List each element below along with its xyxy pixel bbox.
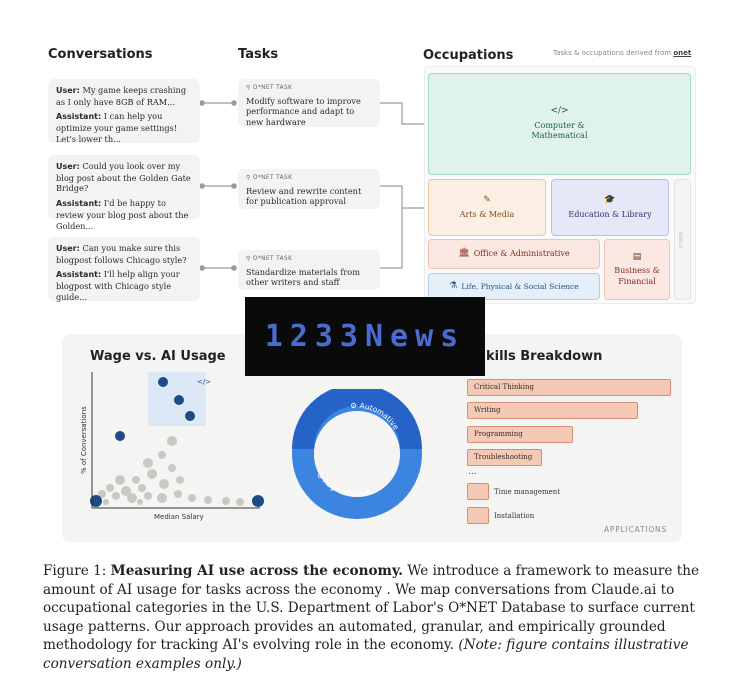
task-card: ⚲ O*NET TASK Review and rewrite content …	[238, 169, 380, 209]
flask-icon: ⚗	[449, 280, 458, 291]
key-icon: ⚲	[246, 175, 251, 181]
code-icon: </>	[550, 106, 569, 117]
skill-bar: Writing	[467, 402, 638, 419]
skill-bar: Programming	[467, 426, 573, 443]
occupation-side-label: COMM	[679, 231, 685, 248]
x-axis-label: Median Salary	[154, 513, 204, 521]
figure-caption: Figure 1: Measuring AI use across the ec…	[43, 562, 703, 673]
occupation-side-column: COMM	[674, 179, 691, 300]
assistant-label: Assistant:	[56, 270, 102, 280]
skills-ellipsis: ...	[468, 467, 477, 477]
task-text: Review and rewrite content for publicati…	[246, 185, 362, 207]
occupation-computer-mathematical: </> Computer & Mathematical	[428, 73, 691, 175]
occupation-education-library: 🎓 Education & Library	[551, 179, 669, 236]
user-message: Could you look over my blog post about t…	[56, 161, 191, 194]
skill-label: Critical Thinking	[474, 383, 534, 391]
user-label: User:	[56, 86, 80, 95]
y-axis-label: % of Conversations	[80, 406, 88, 474]
task-text: Modify software to improve performance a…	[246, 95, 361, 127]
task-card: ⚲ O*NET TASK Standardize materials from …	[238, 250, 380, 290]
automation-donut: ⚙ Automative ⚙ Augmentative	[292, 389, 422, 519]
occupation-arts-media: ✎ Arts & Media	[428, 179, 546, 236]
user-label: User:	[56, 244, 80, 253]
occupation-label: Business & Financial	[614, 266, 660, 286]
conversation-card: User: Could you look over my blog post a…	[48, 155, 200, 231]
pen-icon: ✎	[483, 194, 491, 205]
occupation-label: Computer & Mathematical	[531, 120, 588, 141]
tasks-header: Tasks	[238, 47, 279, 62]
code-icon: </>	[197, 378, 211, 386]
occupation-office-administrative: 🏛 Office & Administrative	[428, 239, 600, 269]
skill-bar-small	[467, 483, 489, 500]
skill-label: Troubleshooting	[474, 453, 533, 461]
skills-title: kills Breakdown	[486, 349, 603, 364]
assistant-message: I'd be happy to review your blog post ab…	[56, 198, 189, 231]
skill-bar: Troubleshooting	[467, 449, 542, 466]
occupation-life-physical-social-science: ⚗ Life, Physical & Social Science	[428, 273, 600, 300]
automative-arc	[292, 389, 422, 450]
key-icon: ⚲	[246, 85, 251, 91]
user-message: Can you make sure this blogpost follows …	[56, 243, 187, 265]
caption-body: We introduce a framework to measure the …	[43, 563, 699, 653]
skill-bar: Critical Thinking	[467, 379, 671, 396]
occupation-label: Arts & Media	[459, 209, 515, 219]
skill-label: Programming	[474, 430, 523, 438]
occupation-label: Office & Administrative	[473, 248, 570, 258]
task-card: ⚲ O*NET TASK Modify software to improve …	[238, 79, 380, 127]
caption-fig-number: Figure 1:	[43, 563, 107, 579]
skill-label: Writing	[474, 406, 501, 414]
occupation-business-financial: ▤ Business & Financial	[604, 239, 670, 300]
task-text: Standardize materials from other writers…	[246, 266, 360, 288]
skill-label: Installation	[494, 512, 535, 520]
wage-chart-title: Wage vs. AI Usage	[90, 349, 226, 364]
caption-note: (Note: figure contains illustrative conv…	[43, 637, 689, 672]
graduation-cap-icon: 🎓	[604, 194, 616, 205]
watermark-text: 1233News	[264, 319, 466, 354]
skill-bar-small	[467, 507, 489, 524]
occupation-label: Life, Physical & Social Science	[461, 281, 579, 291]
task-tag: O*NET TASK	[252, 256, 293, 262]
wage-scatter-chart: </> Median Salary % of Conversations	[80, 372, 264, 521]
building-icon: 🏛	[458, 248, 470, 259]
user-message: My game keeps crashing as I only have 8G…	[56, 85, 187, 107]
task-tag: O*NET TASK	[252, 85, 293, 91]
key-icon: ⚲	[246, 256, 251, 262]
flow-connectors	[199, 100, 431, 271]
task-tag: O*NET TASK	[252, 175, 293, 181]
onet-attribution: Tasks & occupations derived from onet	[553, 49, 692, 57]
skills-footer: APPLICATIONS	[604, 525, 668, 534]
skill-label: Time management	[494, 488, 561, 496]
conversations-header: Conversations	[48, 47, 153, 62]
caption-title: Measuring AI use across the economy.	[110, 563, 404, 579]
assistant-label: Assistant:	[56, 199, 102, 209]
occupations-header: Occupations	[423, 48, 514, 63]
conversation-card: User: Can you make sure this blogpost fo…	[48, 237, 200, 302]
occupation-label: Education & Library	[568, 209, 652, 219]
user-label: User:	[56, 162, 80, 171]
watermark-banner: 1233News	[245, 297, 485, 376]
assistant-message: I'll help align your blogpost with Chica…	[56, 269, 180, 302]
assistant-label: Assistant:	[56, 112, 102, 122]
ledger-icon: ▤	[632, 251, 642, 262]
conversation-card: User: My game keeps crashing as I only h…	[48, 79, 200, 144]
assistant-message: I can help you optimize your game settin…	[56, 111, 178, 144]
